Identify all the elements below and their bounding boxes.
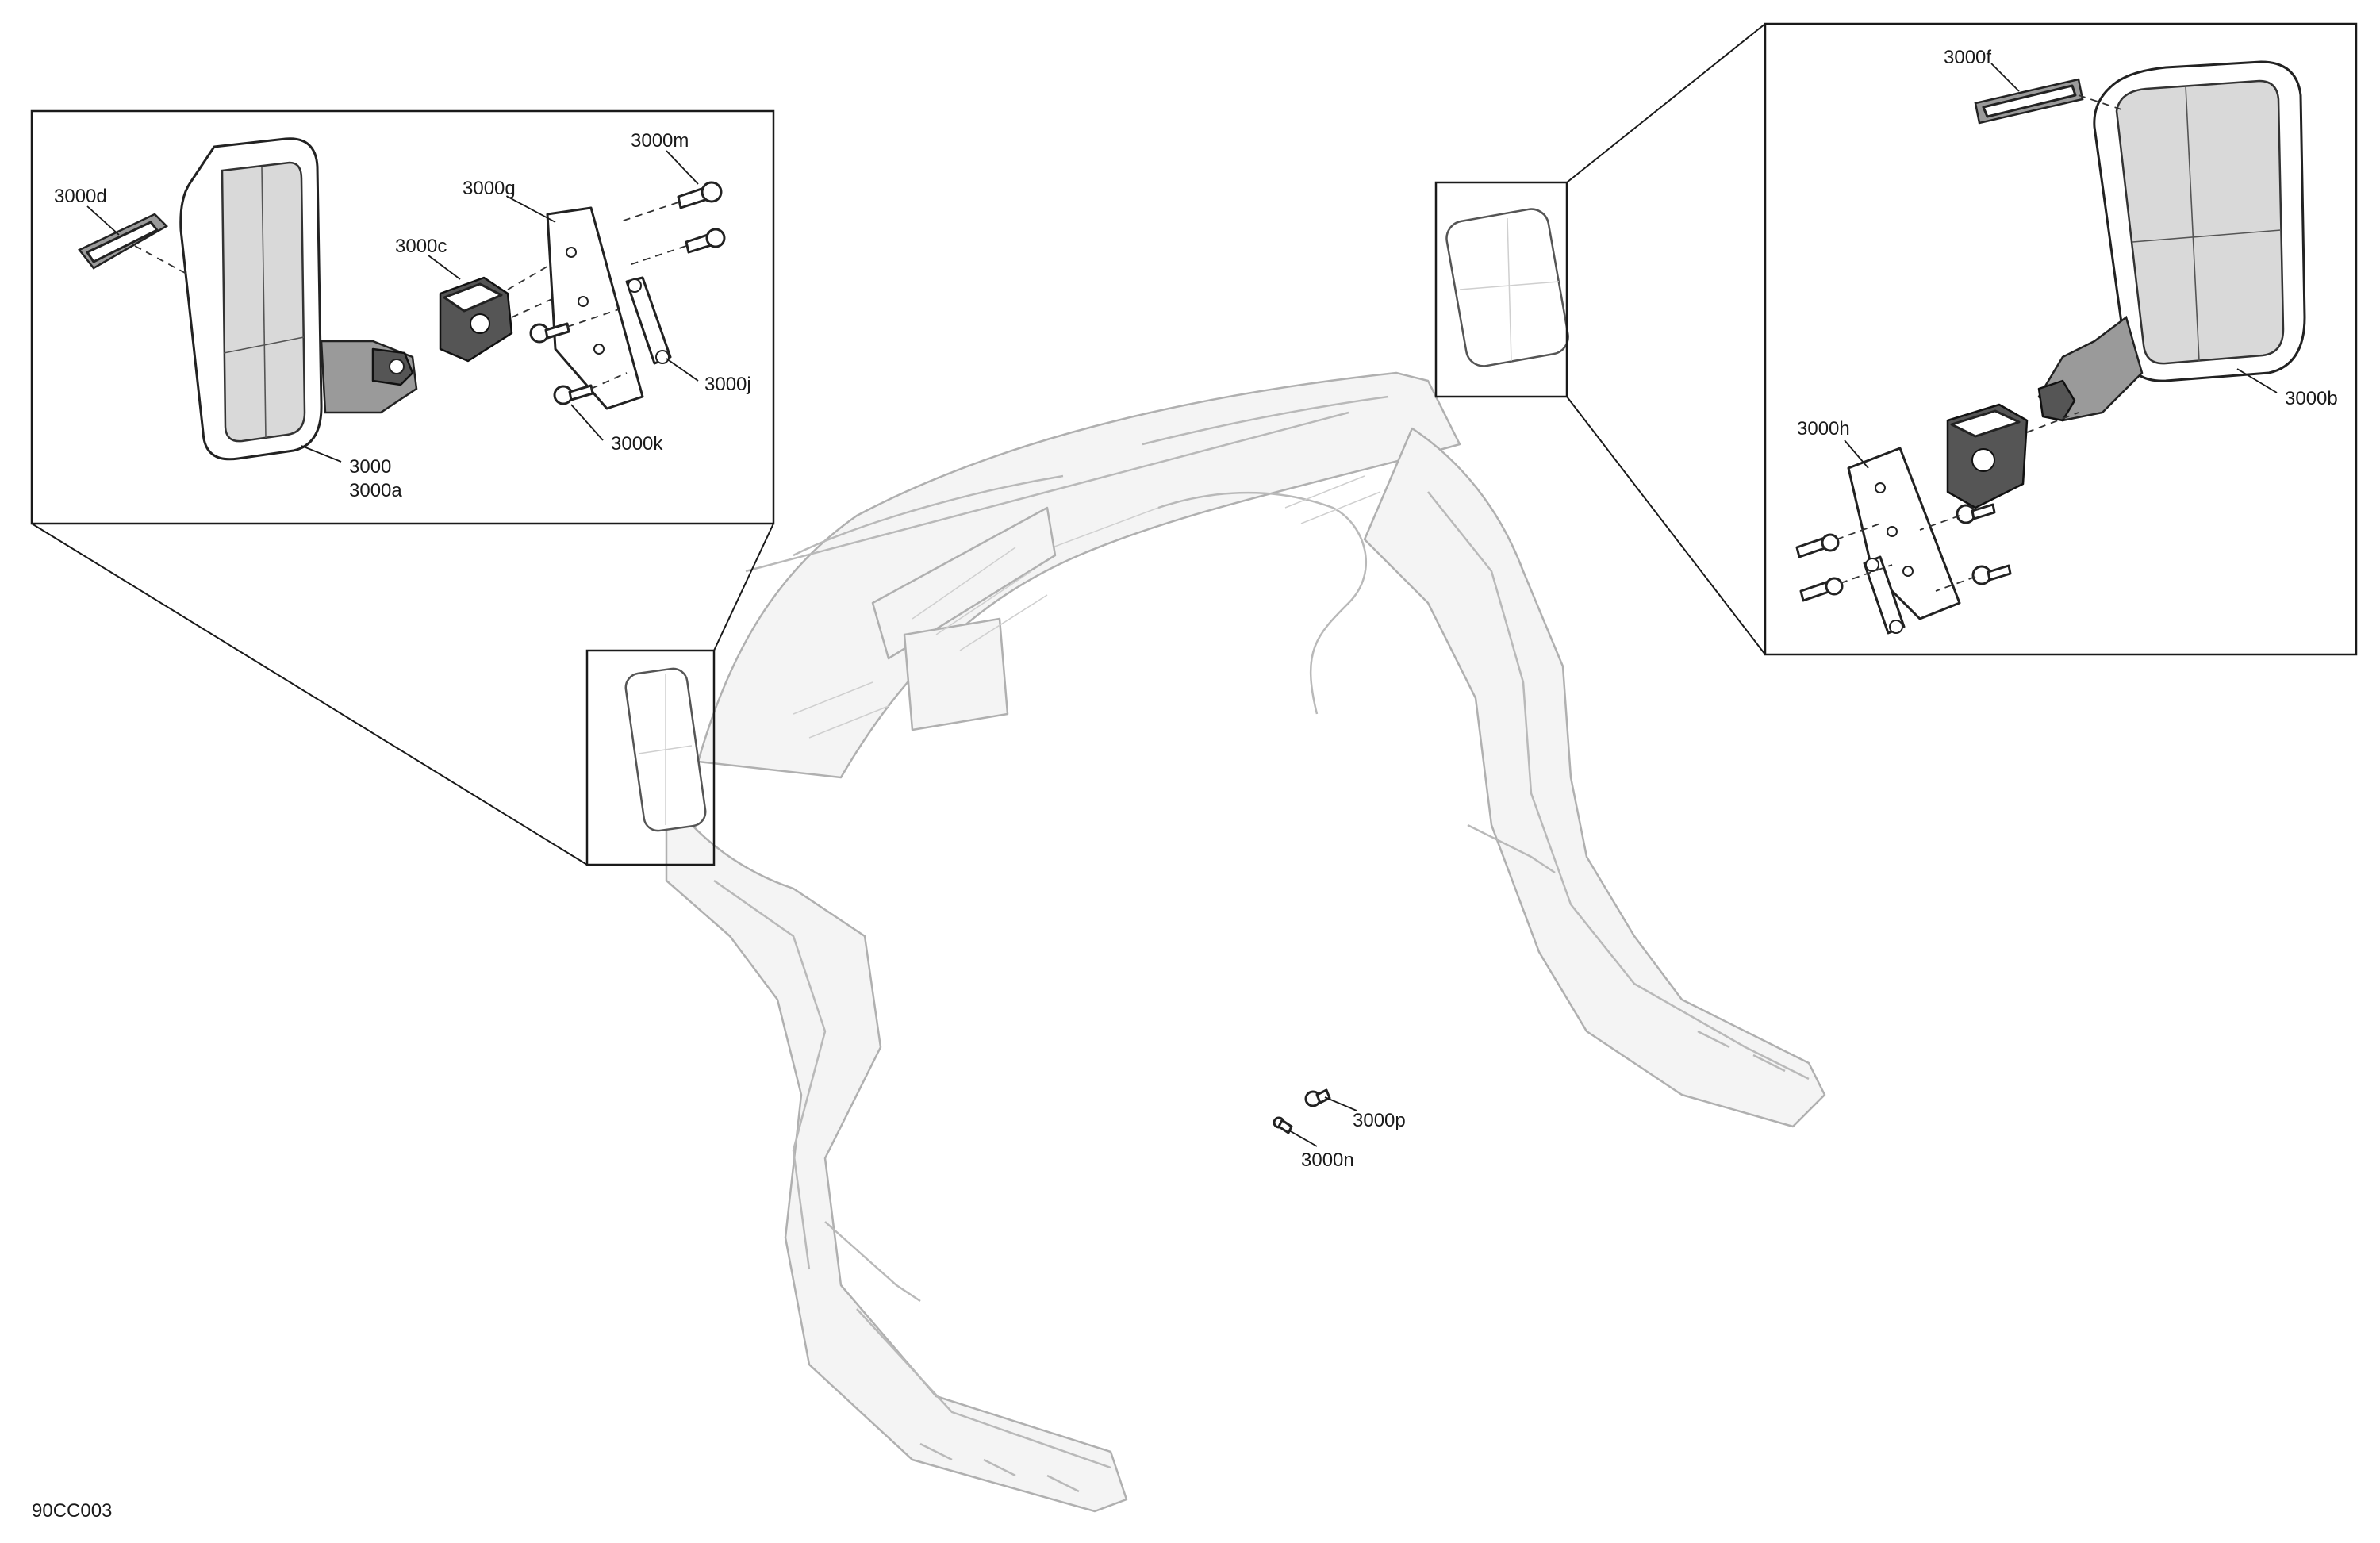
part-3000c	[439, 261, 556, 363]
part-3000k-screws	[529, 309, 628, 405]
right-mirror-assembly	[2037, 60, 2306, 422]
zoom-lines	[31, 23, 1766, 866]
label-3000f: 3000f	[1944, 47, 1991, 68]
right-inset-leaders	[1844, 63, 2278, 469]
label-3000a: 3000a	[349, 480, 402, 501]
left-inset-leaders	[86, 150, 699, 463]
label-3000p: 3000p	[1353, 1110, 1406, 1131]
left-mirror-assembly	[179, 137, 418, 461]
roll-cage-frame	[665, 371, 1826, 1513]
right-inset: 3000f 3000b 3000h	[1764, 22, 2358, 656]
right-bolts	[1795, 503, 2012, 602]
label-3000n: 3000n	[1301, 1150, 1354, 1171]
right-detail-box	[1434, 181, 1568, 398]
right-mirror-on-cage	[1445, 208, 1569, 367]
part-3000h	[1847, 447, 1961, 620]
right-block	[1946, 403, 2079, 509]
part-3000j	[625, 276, 672, 365]
label-3000g: 3000g	[463, 178, 516, 199]
left-detail-box	[585, 649, 716, 866]
small-hardware-3000p-3000n	[1273, 1088, 1357, 1147]
label-3000m: 3000m	[631, 130, 689, 152]
part-3000d	[78, 213, 187, 274]
label-3000k: 3000k	[611, 433, 663, 455]
left-inset: 3000d 3000g 3000m 3000c 3000j 3000k 3000…	[30, 109, 775, 525]
diagram-reference-code: 90CC003	[32, 1500, 112, 1522]
label-3000h: 3000h	[1797, 418, 1850, 439]
left-mirror-on-cage	[624, 667, 707, 832]
label-3000j: 3000j	[704, 374, 751, 395]
right-link-bar	[1863, 555, 1906, 635]
label-3000b: 3000b	[2285, 388, 2338, 409]
part-3000m-bolts	[618, 181, 726, 267]
label-3000c: 3000c	[395, 236, 447, 257]
part-3000f	[1974, 78, 2127, 125]
label-3000d: 3000d	[54, 186, 107, 207]
label-3000: 3000	[349, 456, 391, 478]
